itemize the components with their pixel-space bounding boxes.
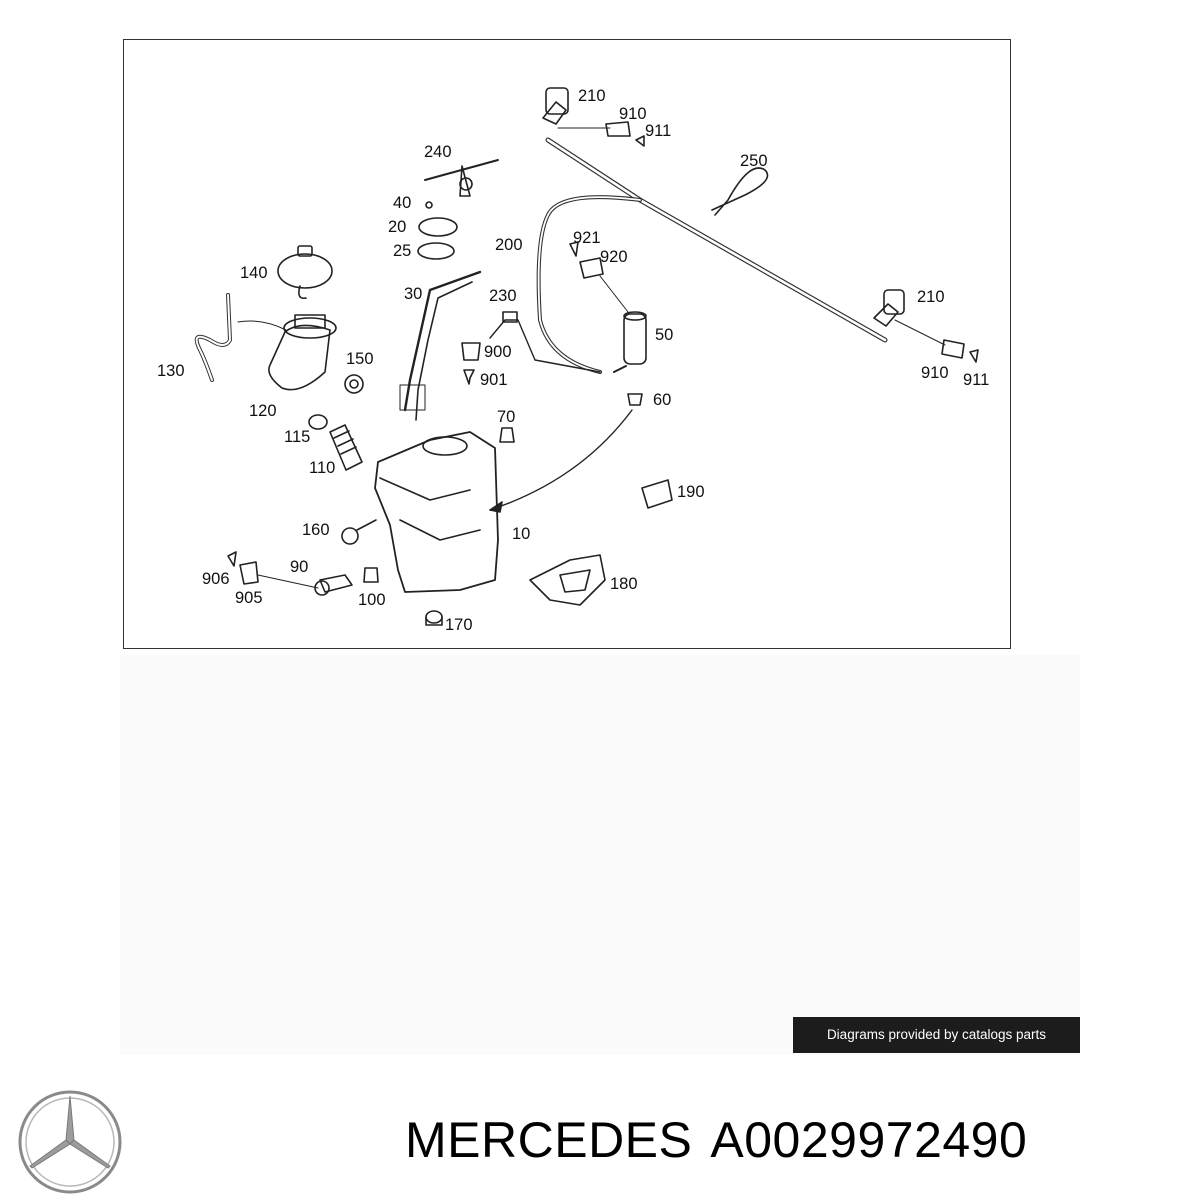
callout-label-10: 10 <box>512 525 530 543</box>
callout-label-170: 170 <box>445 616 473 634</box>
part-901 <box>463 369 475 385</box>
callout-label-210a: 210 <box>578 87 606 105</box>
valve-911-top <box>635 135 645 147</box>
callout-label-190: 190 <box>677 483 705 501</box>
sensor-90 <box>319 574 353 593</box>
callout-label-120: 120 <box>249 402 277 420</box>
nut-150 <box>344 374 364 394</box>
part-40 <box>425 201 433 209</box>
valve-911-right <box>969 349 979 363</box>
callout-label-911b: 911 <box>963 371 989 389</box>
part-905 <box>239 561 259 585</box>
callout-label-25: 25 <box>393 242 411 260</box>
connector-230 <box>489 319 601 373</box>
callout-label-180: 180 <box>610 575 638 593</box>
lower-background <box>120 655 1080 1055</box>
callout-label-60: 60 <box>653 391 671 409</box>
parts-diagram: 2109109112402504020252009219202101403023… <box>157 87 989 634</box>
callout-label-921: 921 <box>573 229 601 247</box>
callout-label-40: 40 <box>393 194 411 212</box>
nozzle-210-top <box>545 87 569 115</box>
callout-label-100: 100 <box>358 591 386 609</box>
callout-label-200: 200 <box>495 236 523 254</box>
grommet-60 <box>627 393 643 406</box>
callout-label-901: 901 <box>480 371 508 389</box>
plug-170 <box>425 610 443 624</box>
valve-921 <box>569 241 579 257</box>
valve-920 <box>579 257 604 279</box>
callout-label-130: 130 <box>157 362 185 380</box>
callout-label-70: 70 <box>497 408 515 426</box>
callout-label-110: 110 <box>309 459 335 477</box>
callout-label-910b: 910 <box>921 364 949 382</box>
diagram-frame <box>123 39 1011 649</box>
callout-label-20: 20 <box>388 218 406 236</box>
bracket-180 <box>529 554 606 606</box>
diagram-credit-text: Diagrams provided by catalogs parts <box>826 1027 1047 1042</box>
callout-label-900: 900 <box>484 343 512 361</box>
callout-label-160: 160 <box>302 521 330 539</box>
callout-label-230: 230 <box>489 287 517 305</box>
callout-label-910a: 910 <box>619 105 647 123</box>
callout-label-240: 240 <box>424 143 452 161</box>
callout-label-150: 150 <box>346 350 374 368</box>
part-906 <box>227 551 237 567</box>
valve-910-right <box>941 339 965 359</box>
callout-label-50: 50 <box>655 326 673 344</box>
ring-115 <box>308 414 328 430</box>
tank-10 <box>374 431 499 593</box>
pump-50 <box>623 313 647 365</box>
callout-label-905: 905 <box>235 589 263 607</box>
brand-name: MERCEDES <box>405 1112 693 1168</box>
callout-label-906: 906 <box>202 570 230 588</box>
part-number: A0029972490 <box>710 1112 1028 1168</box>
callout-label-90: 90 <box>290 558 308 576</box>
callout-label-115: 115 <box>284 428 310 446</box>
cap-70 <box>499 427 515 443</box>
brand-part-row: MERCEDES A0029972490 <box>405 1108 1027 1172</box>
screw-160 <box>341 527 359 545</box>
tie-strap-250 <box>711 167 769 216</box>
bracket-190 <box>641 479 673 509</box>
arrow-60-to-tank <box>489 409 633 511</box>
callout-label-250: 250 <box>740 152 768 170</box>
part-900 <box>461 342 481 361</box>
nozzle-210-right <box>883 289 905 315</box>
cap-20 <box>418 217 458 237</box>
filler-neck-120 <box>268 324 331 391</box>
sleeve-110 <box>329 424 363 471</box>
callout-label-30: 30 <box>404 285 422 303</box>
callout-label-920: 920 <box>600 248 628 266</box>
mercedes-star-icon <box>18 1090 122 1194</box>
callout-label-140: 140 <box>240 264 268 282</box>
callout-label-911a: 911 <box>645 122 671 140</box>
callout-label-210b: 210 <box>917 288 945 306</box>
hose-30 <box>403 270 482 412</box>
plug-100 <box>363 567 379 583</box>
cap-140 <box>277 253 333 289</box>
valve-910-top <box>605 121 631 137</box>
diagram-credit-banner: Diagrams provided by catalogs parts <box>793 1017 1080 1053</box>
seal-25 <box>417 242 455 260</box>
